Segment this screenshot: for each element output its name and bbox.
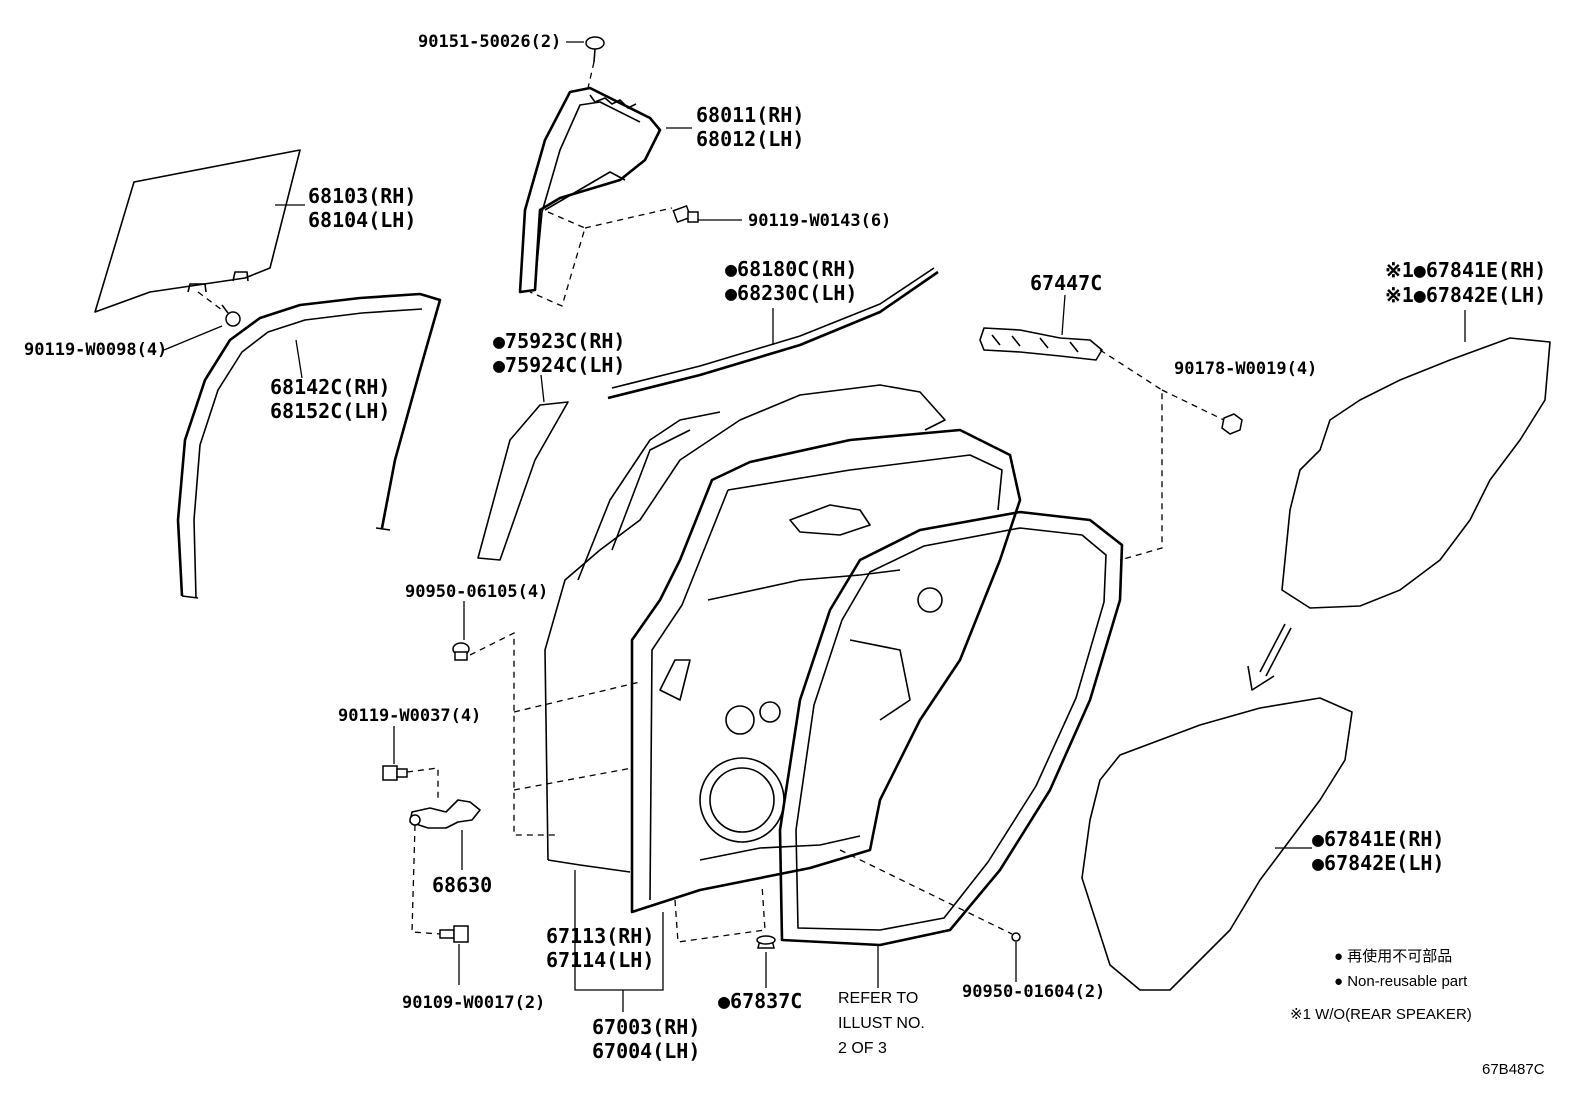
screw-panel-icon <box>452 642 470 661</box>
label-weather-rh: 67113(RH) <box>546 924 654 948</box>
figure-code: 67B487C <box>1482 1061 1545 1078</box>
label-bolt-check: 90119-W0037(4) <box>338 706 481 726</box>
door-weatherstrip <box>778 510 1124 947</box>
label-clip-top: 90151-50026(2) <box>418 32 561 52</box>
clip-bottom-icon <box>1011 932 1021 942</box>
label-panel-lh: 67004(LH) <box>592 1039 700 1063</box>
inner-door-panel <box>630 428 1022 914</box>
label-screw-panel: 90950-06105(4) <box>405 582 548 602</box>
label-belt-rh: ●68180C(RH) <box>725 257 857 281</box>
legend-jp: ● 再使用不可部品 <box>1334 948 1452 965</box>
leader-lines <box>163 41 1466 1012</box>
label-hinge-part: 67447C <box>1030 271 1102 295</box>
dashed-lines <box>197 61 1225 943</box>
label-garnish-lh: ●75924C(LH) <box>493 353 625 377</box>
window-frame <box>518 86 662 294</box>
label-weather-lh: 67114(LH) <box>546 948 654 972</box>
label-cover-bottom-rh: ●67841E(RH) <box>1312 827 1444 851</box>
label-glass-lh: 68104(LH) <box>308 208 416 232</box>
label-refer-line1: REFER TO <box>838 990 918 1007</box>
label-panel-rh: 67003(RH) <box>592 1015 700 1039</box>
label-refer-line3: 2 OF 3 <box>838 1040 887 1057</box>
label-frame-rh: 68011(RH) <box>696 103 804 127</box>
clip-top-icon <box>585 36 605 63</box>
legend-note: ※1 W/O(REAR SPEAKER) <box>1290 1006 1472 1023</box>
bolt-frame-icon <box>672 205 699 223</box>
arrow-down-icon <box>1247 623 1292 691</box>
label-bolt-bottom: 90109-W0017(2) <box>402 993 545 1013</box>
door-check <box>409 799 481 829</box>
label-clip-bottom: 90950-01604(2) <box>962 982 1105 1002</box>
hinge-bracket <box>979 327 1103 361</box>
service-hole-cover-bottom <box>1081 697 1353 991</box>
bolt-bottom-icon <box>439 925 469 943</box>
label-bolt-glass: 90119-W0098(4) <box>24 340 167 360</box>
label-nut-hinge: 90178-W0019(4) <box>1174 359 1317 379</box>
pillar-garnish <box>477 401 569 561</box>
hole-plug <box>756 935 776 949</box>
label-belt-lh: ●68230C(LH) <box>725 281 857 305</box>
label-glass-rh: 68103(RH) <box>308 184 416 208</box>
label-run-lh: 68152C(LH) <box>270 399 390 423</box>
legend: ● 再使用不可部品 ● Non-reusable part ※1 W/O(REA… <box>1290 948 1472 1023</box>
door-glass <box>94 149 301 313</box>
label-plug: ●67837C <box>718 989 802 1013</box>
bolt-check-icon <box>382 765 408 781</box>
label-check-part: 68630 <box>432 873 492 897</box>
label-cover-top-lh: ※1●67842E(LH) <box>1385 283 1546 307</box>
label-cover-bottom-lh: ●67842E(LH) <box>1312 851 1444 875</box>
label-refer-line2: ILLUST NO. <box>838 1015 925 1032</box>
nut-hinge-icon <box>1221 413 1243 435</box>
label-bolt-frame: 90119-W0143(6) <box>748 211 891 231</box>
bolt-glass-icon <box>221 304 241 327</box>
label-run-rh: 68142C(RH) <box>270 375 390 399</box>
legend-en: ● Non-reusable part <box>1334 973 1468 990</box>
label-garnish-rh: ●75923C(RH) <box>493 329 625 353</box>
label-frame-lh: 68012(LH) <box>696 127 804 151</box>
label-cover-top-rh: ※1●67841E(RH) <box>1385 258 1546 282</box>
glass-run <box>176 292 442 599</box>
belt-moulding <box>607 267 939 400</box>
outer-door-panel <box>544 384 946 873</box>
service-hole-cover-top <box>1281 337 1551 609</box>
